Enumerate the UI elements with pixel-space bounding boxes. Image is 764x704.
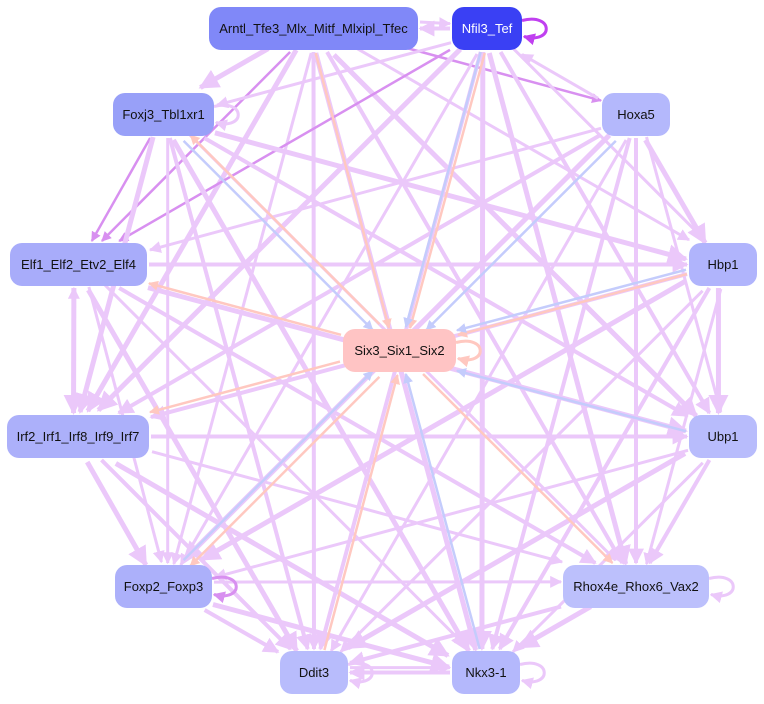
self-loop-ddit3 xyxy=(347,661,374,690)
edge-hbp1-rhox4e xyxy=(643,288,723,566)
node-six3[interactable]: Six3_Six1_Six2 xyxy=(343,329,456,372)
edge-irf2-foxp2 xyxy=(85,460,149,567)
edge-nfil3-nkx3 xyxy=(471,51,492,651)
node-nkx3[interactable]: Nkx3-1 xyxy=(452,651,520,694)
edge-ddit3-six3 xyxy=(323,374,400,651)
edge-ubp1-six3 xyxy=(456,368,687,433)
edge-hbp1-foxp2 xyxy=(200,279,687,562)
edge-foxj3-elf1 xyxy=(90,137,152,242)
edge-hbp1-six3 xyxy=(457,272,688,338)
edge-hoxa5-nfil3 xyxy=(520,53,599,100)
edge-foxp2-six3 xyxy=(182,370,374,562)
edge-six3-irf2 xyxy=(149,360,341,415)
edge-nkx3-six3 xyxy=(403,373,481,650)
edge-hbp1-six3 xyxy=(456,268,687,333)
edge-foxj3-six3 xyxy=(182,139,374,331)
node-arntl[interactable]: Arntl_Tfe3_Mlx_Mitf_Mlxipl_Tfec xyxy=(209,7,418,50)
edge-nfil3-six3 xyxy=(407,52,486,330)
edge-nfil3-foxp2 xyxy=(179,53,479,567)
edge-rhox4e-nkx3 xyxy=(518,604,592,650)
edge-hoxa5-hbp1 xyxy=(643,138,708,245)
edge-hoxa5-elf1 xyxy=(148,126,602,253)
edge-arntl-nfil3 xyxy=(419,17,452,30)
node-rhox4e[interactable]: Rhox4e_Rhox6_Vax2 xyxy=(563,565,709,608)
self-loop-nfil3 xyxy=(521,17,548,46)
edge-arntl-rhox4e xyxy=(325,50,625,565)
edge-nfil3-hbp1 xyxy=(512,48,704,240)
node-hbp1[interactable]: Hbp1 xyxy=(689,243,757,286)
self-loop-foxj3 xyxy=(213,103,240,132)
edge-arntl-six3 xyxy=(314,52,392,329)
edge-irf2-ddit3 xyxy=(100,458,292,651)
edge-elf1-ddit3 xyxy=(86,288,299,653)
edge-arntl-foxj3 xyxy=(198,46,270,90)
node-elf1[interactable]: Elf1_Elf2_Etv2_Elf4 xyxy=(10,243,147,286)
edge-foxj3-ubp1 xyxy=(203,136,689,418)
edge-hbp1-nkx3 xyxy=(497,286,712,651)
edge-foxp2-ddit3 xyxy=(203,608,280,654)
edge-foxj3-nkx3 xyxy=(171,138,471,653)
node-foxj3[interactable]: Foxj3_Tbl1xr1 xyxy=(113,93,214,136)
node-foxp2[interactable]: Foxp2_Foxp3 xyxy=(115,565,212,608)
edge-hoxa5-irf2 xyxy=(117,133,601,415)
node-irf2[interactable]: Irf2_Irf1_Irf8_Irf9_Irf7 xyxy=(7,415,149,458)
edge-ubp1-ddit3 xyxy=(346,451,687,651)
edge-foxp2-nkx3 xyxy=(212,602,451,673)
node-hoxa5[interactable]: Hoxa5 xyxy=(602,93,670,136)
edge-ubp1-foxp2 xyxy=(213,448,689,581)
edge-arntl-hbp1 xyxy=(356,47,691,242)
node-ddit3[interactable]: Ddit3 xyxy=(280,651,348,694)
edge-nfil3-elf1 xyxy=(118,48,451,243)
edge-hoxa5-six3 xyxy=(425,139,617,331)
edge-elf1-rhox4e xyxy=(118,286,597,565)
edge-ubp1-rhox4e xyxy=(647,458,712,565)
node-ubp1[interactable]: Ubp1 xyxy=(689,415,757,458)
node-nfil3[interactable]: Nfil3_Tef xyxy=(452,7,522,50)
self-loop-foxp2 xyxy=(211,575,238,604)
edge-hoxa5-ddit3 xyxy=(329,139,628,653)
edge-foxj3-hbp1 xyxy=(214,130,688,264)
edge-six3-foxp2 xyxy=(189,375,381,567)
edge-nfil3-irf2 xyxy=(96,47,463,412)
self-loop-rhox4e xyxy=(708,575,735,604)
self-loop-nkx3 xyxy=(519,661,546,690)
self-loop-six3 xyxy=(455,339,482,368)
edge-six3-rhox4e xyxy=(422,373,614,564)
edge-rhox4e-ddit3 xyxy=(348,604,562,667)
edge-nfil3-six3 xyxy=(403,51,482,328)
edge-six3-elf1 xyxy=(148,280,342,337)
edge-nfil3-foxj3 xyxy=(215,41,452,109)
edge-hoxa5-nkx3 xyxy=(488,137,632,651)
edge-six3-foxj3 xyxy=(189,134,381,326)
edge-irf2-rhox4e xyxy=(151,450,564,565)
